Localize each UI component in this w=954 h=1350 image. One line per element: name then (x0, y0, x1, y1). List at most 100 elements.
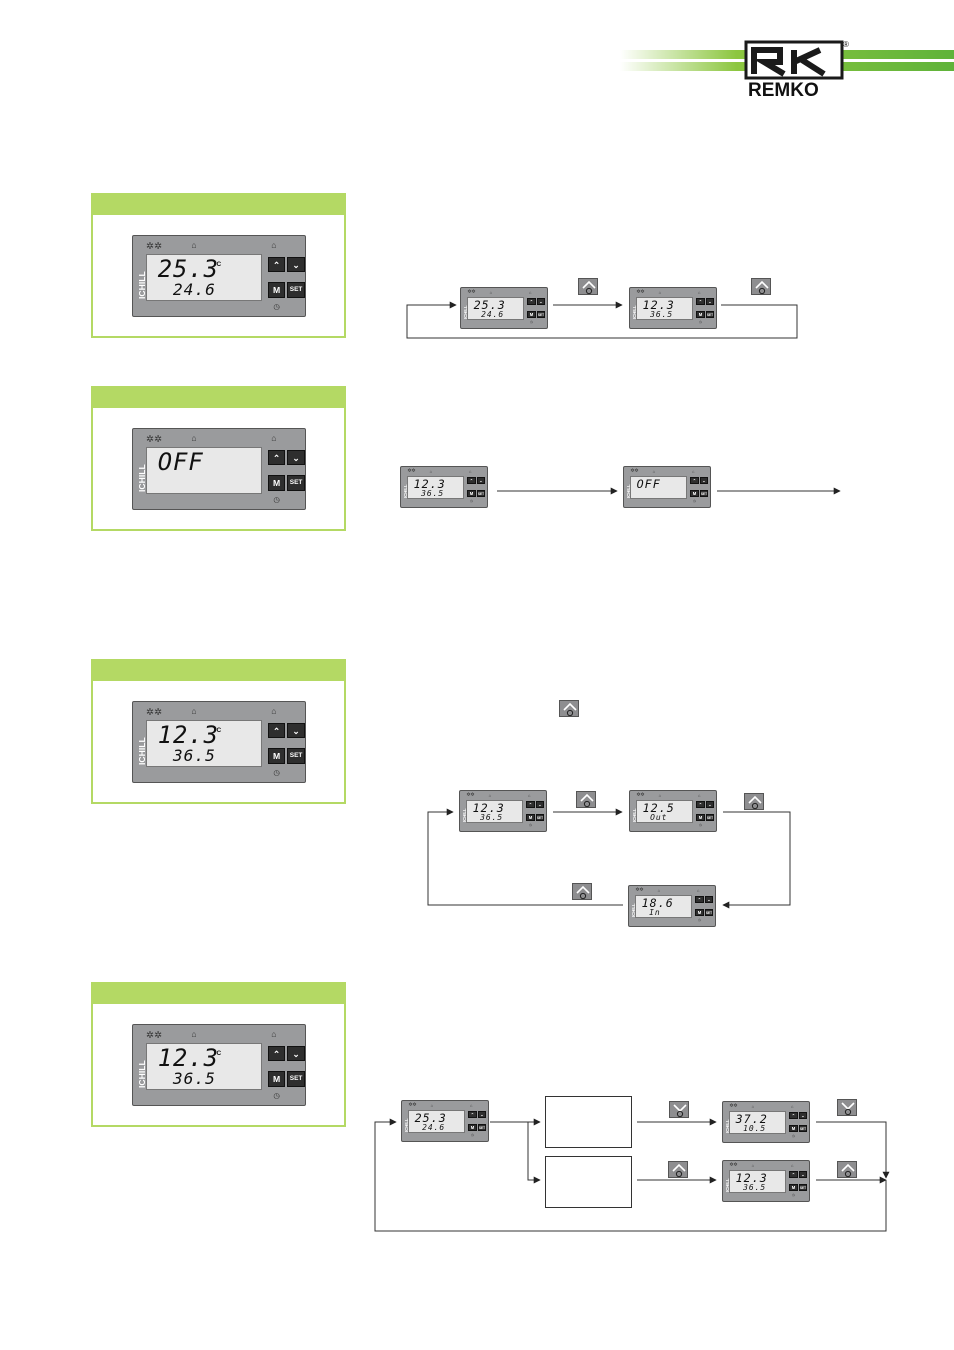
lcd-top-value: 37.2 (735, 1112, 768, 1126)
m-key[interactable]: M (527, 310, 536, 319)
home-icon-right: ⌂ (528, 289, 532, 295)
arrow-button-up[interactable] (837, 1161, 857, 1178)
m-key[interactable]: M (467, 489, 476, 498)
m-key[interactable]: M (268, 282, 286, 298)
up-key[interactable]: ⌃ (690, 477, 699, 485)
down-key[interactable]: ⌄ (476, 477, 486, 485)
set-key[interactable]: SET (536, 310, 546, 319)
down-key[interactable]: ⌄ (705, 801, 715, 809)
home-icon: ⌂ (489, 289, 493, 295)
status-icons: ✲✲ (636, 793, 645, 799)
clock-icon: ◷ (791, 1133, 796, 1138)
up-key[interactable]: ⌃ (268, 449, 286, 465)
up-key[interactable]: ⌃ (696, 801, 705, 809)
set-key[interactable]: SET (476, 489, 486, 498)
lcd-top-value: 18.6 (641, 896, 674, 910)
up-key[interactable]: ⌃ (696, 298, 705, 306)
lcd-bottom-value: 24.6 (422, 1123, 446, 1133)
option-box-2 (545, 1156, 632, 1208)
home-icon-right: ⌂ (468, 468, 472, 474)
set-key[interactable]: SET (705, 813, 715, 822)
down-key[interactable]: ⌄ (287, 1045, 305, 1061)
set-key[interactable]: SET (287, 1071, 305, 1087)
lcd-top-value: 25.3 (473, 298, 506, 312)
lcd-bottom-value: 10.5 (743, 1124, 767, 1134)
set-key[interactable]: SET (287, 748, 305, 764)
m-key[interactable]: M (468, 1123, 477, 1132)
up-key[interactable]: ⌃ (789, 1112, 798, 1120)
set-key[interactable]: SET (287, 282, 305, 298)
set-key[interactable]: SET (287, 475, 305, 491)
down-key[interactable]: ⌄ (535, 801, 545, 809)
up-key[interactable]: ⌃ (526, 801, 535, 809)
up-key[interactable]: ⌃ (695, 896, 704, 904)
m-key[interactable]: M (789, 1124, 798, 1133)
home-icon-right: ⌂ (696, 887, 700, 893)
arrow-up-icon (563, 702, 577, 716)
set-key[interactable]: SET (477, 1123, 487, 1132)
status-icons: ✲✲ (145, 434, 163, 446)
m-key[interactable]: M (268, 1071, 286, 1087)
m-key[interactable]: M (690, 489, 699, 498)
set-key[interactable]: SET (535, 813, 545, 822)
m-key[interactable]: M (268, 748, 286, 764)
down-key[interactable]: ⌄ (536, 298, 546, 306)
home-icon-right: ⌂ (271, 240, 277, 251)
up-key[interactable]: ⌃ (468, 1111, 477, 1119)
down-key[interactable]: ⌄ (477, 1111, 487, 1119)
status-icons: ✲✲ (408, 1103, 417, 1109)
arrow-button-up[interactable] (576, 791, 596, 808)
up-key[interactable]: ⌃ (789, 1171, 798, 1179)
set-key[interactable]: SET (705, 310, 715, 319)
arrow-up-icon (580, 793, 594, 807)
down-key[interactable]: ⌄ (704, 896, 714, 904)
arrow-button-up[interactable] (559, 700, 579, 717)
down-key[interactable]: ⌄ (705, 298, 715, 306)
m-key[interactable]: M (696, 310, 705, 319)
status-icons: ✲✲ (635, 888, 644, 894)
down-key[interactable]: ⌄ (798, 1171, 808, 1179)
up-key[interactable]: ⌃ (268, 722, 286, 738)
arrow-button-up[interactable] (751, 278, 771, 295)
m-key[interactable]: M (526, 813, 535, 822)
up-key[interactable]: ⌃ (268, 1045, 286, 1061)
arrow-button-up[interactable] (744, 793, 764, 810)
m-key[interactable]: M (789, 1183, 798, 1192)
lcd-bottom-value: 36.5 (421, 489, 445, 499)
status-icons: ✲✲ (729, 1163, 738, 1169)
set-key[interactable]: SET (704, 908, 714, 917)
set-key[interactable]: SET (798, 1124, 808, 1133)
down-key[interactable]: ⌄ (287, 449, 305, 465)
set-key[interactable]: SET (798, 1183, 808, 1192)
down-key[interactable]: ⌄ (287, 256, 305, 272)
arrow-down-icon (673, 1104, 687, 1117)
arrow-button-down[interactable] (837, 1099, 857, 1116)
down-key[interactable]: ⌄ (798, 1112, 808, 1120)
arrow-button-up[interactable] (668, 1161, 688, 1178)
down-key[interactable]: ⌄ (287, 722, 305, 738)
home-icon-right: ⌂ (697, 792, 701, 798)
set-key[interactable]: SET (699, 489, 709, 498)
arrow-button-up[interactable] (572, 883, 592, 900)
lcd-top-value: 12.3 (413, 477, 446, 491)
arrow-button-up[interactable] (578, 278, 598, 295)
m-key[interactable]: M (268, 475, 286, 491)
arrow-button-down[interactable] (669, 1101, 689, 1118)
m-key[interactable]: M (695, 908, 704, 917)
down-key[interactable]: ⌄ (699, 477, 709, 485)
m-key[interactable]: M (696, 813, 705, 822)
up-key[interactable]: ⌃ (268, 256, 286, 272)
up-key[interactable]: ⌃ (467, 477, 476, 485)
panel-header-bar (93, 661, 344, 681)
up-key[interactable]: ⌃ (527, 298, 536, 306)
lcd-bottom-value: 36.5 (480, 813, 504, 823)
